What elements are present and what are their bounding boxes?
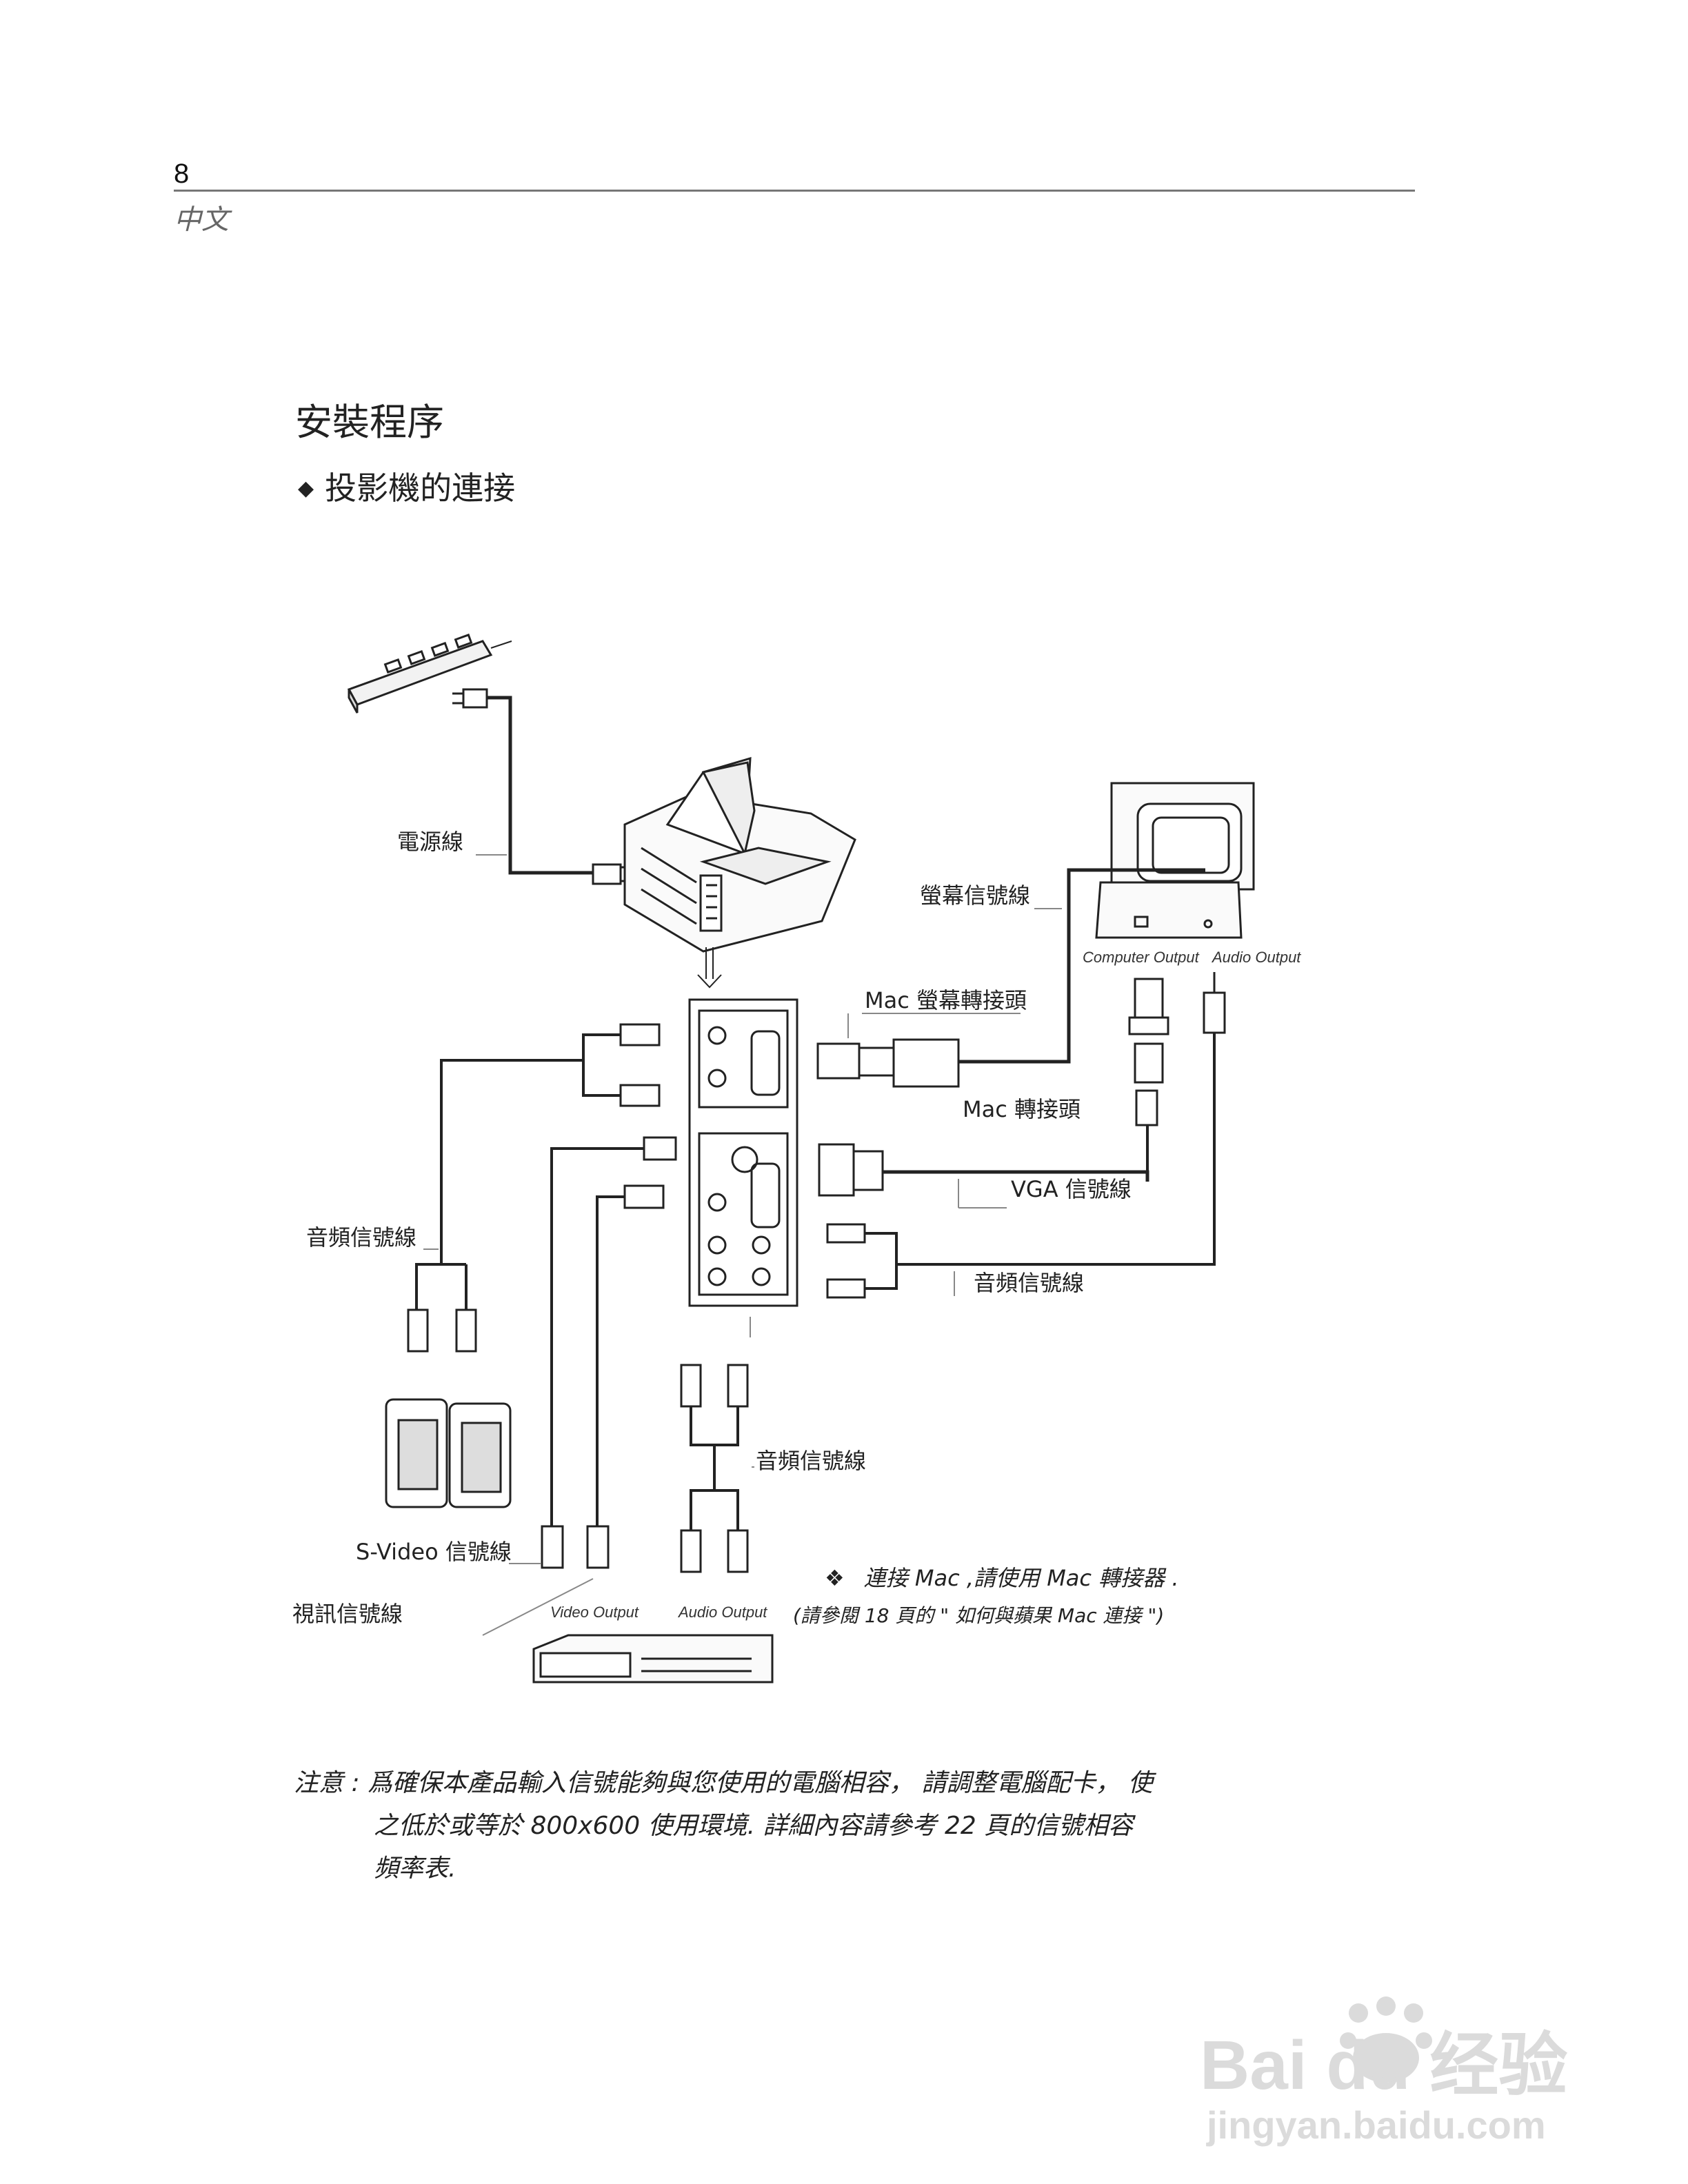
diagram-note: ❖ 連接 Mac ,請使用 Mac 轉接器 . <box>825 1561 1179 1593</box>
vga-connector-icon <box>818 1143 884 1197</box>
mac-adapter-icon <box>1128 978 1169 1126</box>
bottom-audio-plug-icon <box>680 1364 749 1573</box>
projector-icon <box>623 756 856 953</box>
footer-note-line3: 頻率表. <box>374 1854 456 1883</box>
label-mac-monitor-adapter: Mac 螢幕轉接頭 <box>865 987 1027 1013</box>
label-power-cable: 電源線 <box>397 829 463 855</box>
label-svideo-cable: S-Video 信號線 <box>356 1539 512 1565</box>
label-computer-output: Computer Output <box>1083 949 1200 966</box>
note-bullet-icon: ❖ <box>825 1565 845 1591</box>
audio-plug-right-icon <box>826 1223 866 1299</box>
down-arrow-icon <box>697 947 722 989</box>
label-monitor-cable: 螢幕信號線 <box>920 882 1030 909</box>
svideo-cable-line <box>550 1147 644 1526</box>
audio-output-plug-icon <box>1203 972 1226 1034</box>
baidu-watermark-logo: Bai du 经验 jingyan.baidu.com <box>1200 1996 1567 2147</box>
watermark-url: jingyan.baidu.com <box>1206 2103 1546 2147</box>
power-cable-line <box>487 696 593 875</box>
speaker-audio-cable-line <box>415 1059 583 1310</box>
audio-plug-left-icon <box>619 1023 661 1107</box>
video-plug-icon <box>623 1184 665 1209</box>
label-mac-adapter: Mac 轉接頭 <box>963 1096 1081 1122</box>
subsection-title: 投影機的連接 <box>325 469 516 507</box>
svideo-plug-icon <box>643 1136 677 1161</box>
video-cable-line <box>596 1195 625 1526</box>
header-rule <box>174 190 1415 192</box>
label-audio-cable-bottom: 音頻信號線 <box>756 1448 866 1474</box>
video-player-icon <box>532 1634 774 1684</box>
label-video-cable: 視訊信號線 <box>292 1601 403 1627</box>
label-vga-cable: VGA 信號線 <box>1011 1176 1132 1202</box>
power-strip-icon <box>347 634 512 714</box>
watermark-text: Bai du 经验 <box>1200 2027 1567 2104</box>
label-video-output: Video Output <box>550 1604 639 1621</box>
speaker-plug-icon <box>407 1308 477 1353</box>
pc-audio-cable-line <box>910 1033 1216 1266</box>
footer-note-line2: 之低於或等於 800x600 使用環境. 詳細內容請參考 22 頁的信號相容 <box>374 1812 1134 1840</box>
subsection-heading: ◆ 投影機的連接 <box>298 463 515 509</box>
diamond-bullet-icon: ◆ <box>298 476 314 501</box>
projector-connector-panel <box>688 998 798 1307</box>
label-audio-output-vcr: Audio Output <box>677 1604 767 1621</box>
speakers-icon <box>385 1398 512 1508</box>
label-audio-cable-right: 音頻信號線 <box>974 1270 1084 1296</box>
label-audio-output-pc: Audio Output <box>1211 949 1301 966</box>
diagram-note-line2: (請參閱 18 頁的 " 如何與蘋果 Mac 連接 ") <box>793 1604 1165 1627</box>
footer-note: 注意 : 爲確保本產品輸入信號能夠與您使用的電腦相容， 請調整電腦配卡， 使 之… <box>294 1762 1294 1890</box>
footer-note-line1: 注意 : 爲確保本產品輸入信號能夠與您使用的電腦相容， 請調整電腦配卡， 使 <box>294 1769 1153 1797</box>
diagram-note-line1: 連接 Mac ,請使用 Mac 轉接器 . <box>863 1565 1179 1591</box>
section-title: 安裝程序 <box>295 401 444 444</box>
computer-icon <box>1095 782 1255 939</box>
mac-monitor-adapter-icon <box>816 1038 960 1088</box>
label-audio-cable-left: 音頻信號線 <box>306 1224 416 1251</box>
language-tag: 中文 <box>174 204 229 236</box>
vga-cable-line <box>883 1170 1149 1182</box>
power-plug-icon <box>452 688 488 709</box>
monitor-cable-line <box>958 868 1205 1064</box>
page-number: 8 <box>174 159 190 189</box>
